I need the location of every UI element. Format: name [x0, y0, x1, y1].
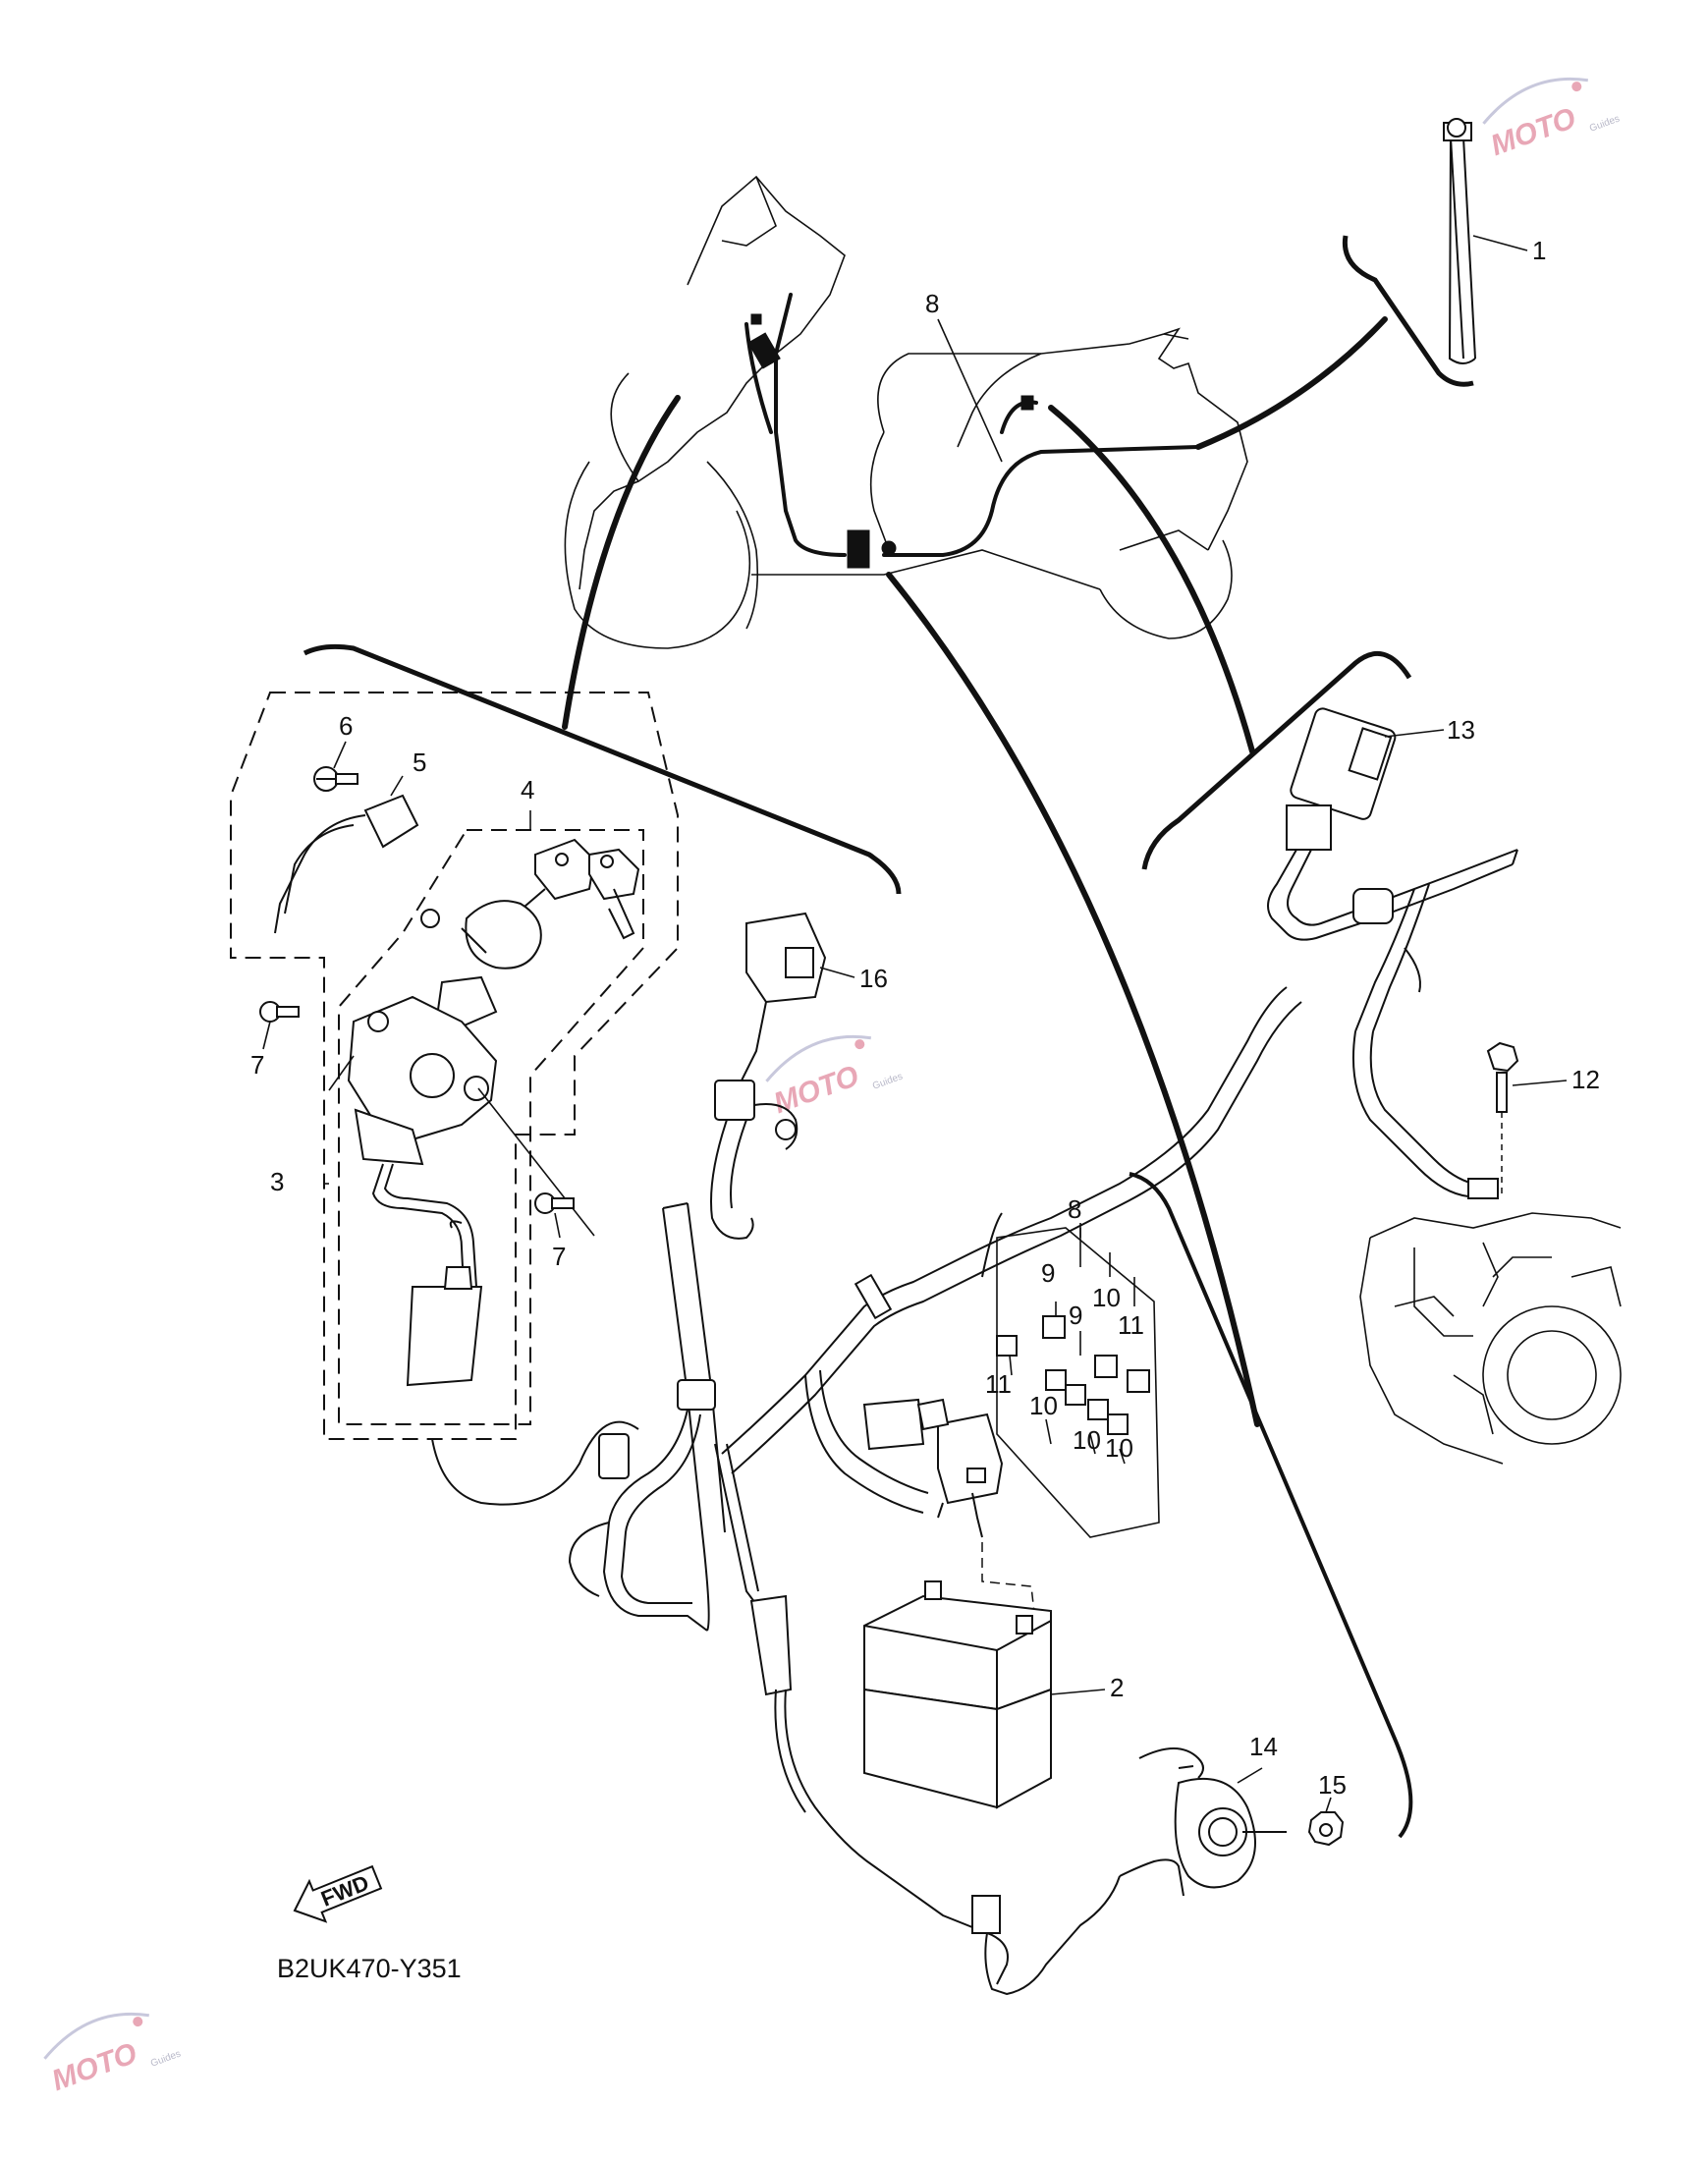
callout-7-left: 7	[250, 1050, 264, 1080]
callout-8-fuse: 8	[1068, 1194, 1081, 1224]
fuse-10c	[1087, 1399, 1109, 1420]
fwd-arrow: FWD	[293, 1864, 383, 1923]
svg-text:Guides: Guides	[1588, 114, 1622, 135]
harness-connector-black	[847, 529, 870, 569]
callout-10-d: 10	[1105, 1433, 1133, 1463]
part-5-plate	[274, 775, 419, 934]
fuse-11b	[1127, 1369, 1150, 1393]
part-2-battery	[863, 1580, 1106, 1809]
callout-9-a: 9	[1041, 1258, 1055, 1288]
fuse-10d	[1107, 1413, 1129, 1435]
fuse-11a	[996, 1335, 1018, 1357]
detail-bracket-lines	[303, 235, 1474, 1839]
callout-10-b: 10	[1029, 1391, 1058, 1420]
part-13-connector	[1267, 707, 1518, 1032]
harness-connector-round	[881, 540, 897, 556]
engine-crankcase	[1359, 1212, 1622, 1465]
main-harness-lower	[568, 986, 1302, 1696]
svg-text:MOTO: MOTO	[1487, 102, 1580, 163]
fuse-9b	[1045, 1369, 1067, 1391]
callout-9-b: 9	[1069, 1301, 1082, 1330]
watermark-logo-middle: MOTO Guides	[765, 1034, 905, 1121]
callout-13: 13	[1447, 715, 1475, 745]
part-4-key-set	[420, 810, 640, 970]
callout-2: 2	[1110, 1673, 1124, 1702]
part-7-screw-left	[259, 1001, 300, 1050]
part-7-screw-right	[534, 1192, 575, 1239]
callout-1: 1	[1532, 236, 1546, 265]
callout-16: 16	[859, 964, 888, 993]
part-12-bolt	[1486, 1041, 1568, 1198]
callout-numbers: 1 2 3 4 5 6 7 7 8 8 9 9 10 10 10 10 11 1…	[250, 236, 1600, 1800]
callout-4: 4	[521, 775, 534, 804]
watermark-logo-bottom: MOTO Guides	[43, 2012, 183, 2098]
headlight-connector	[747, 332, 781, 369]
part-16-connector	[710, 912, 855, 1240]
ignition-lead-wire	[431, 1420, 639, 1506]
callout-11-b: 11	[1118, 1310, 1144, 1340]
svg-text:MOTO: MOTO	[770, 1060, 863, 1121]
part-6-screw	[313, 741, 358, 792]
watermark-logo-top: MOTO Guides	[1482, 77, 1622, 163]
callout-7-right: 7	[552, 1242, 566, 1271]
fuse-10b	[1094, 1355, 1118, 1378]
callout-12: 12	[1571, 1065, 1600, 1094]
callout-8-top: 8	[925, 289, 939, 318]
tail-connector	[1020, 395, 1034, 411]
engine-ground-wire	[1351, 947, 1499, 1199]
callout-3: 3	[270, 1167, 284, 1196]
fuse-holder-block	[862, 1398, 1037, 1632]
drawing-code: B2UK470-Y351	[277, 1954, 462, 1983]
callout-leaders	[937, 318, 1081, 1238]
fuses	[996, 1315, 1150, 1435]
part-3-ignition-switch	[324, 975, 595, 1387]
ignition-assembly-dashed-boxes	[230, 692, 679, 1440]
fuse-9a	[1042, 1315, 1066, 1339]
fwd-label: FWD	[317, 1870, 372, 1912]
svg-text:MOTO: MOTO	[48, 2037, 141, 2098]
part-1-cable-tie	[1443, 118, 1528, 364]
callout-14: 14	[1249, 1732, 1278, 1761]
scooter-outline	[564, 175, 1248, 649]
svg-text:Guides: Guides	[871, 1072, 905, 1092]
callout-10-a: 10	[1092, 1283, 1121, 1312]
callout-11-a: 11	[985, 1369, 1012, 1399]
part-14-horn	[774, 1689, 1287, 1996]
callout-5: 5	[413, 748, 426, 777]
svg-text:Guides: Guides	[149, 2049, 183, 2070]
callout-15: 15	[1318, 1770, 1347, 1800]
callout-6: 6	[339, 711, 353, 741]
fuse-10a	[1065, 1384, 1086, 1406]
main-wire-harness-on-scooter	[744, 293, 1200, 569]
part-15-nut	[1307, 1797, 1345, 1847]
callout-10-c: 10	[1073, 1425, 1101, 1455]
